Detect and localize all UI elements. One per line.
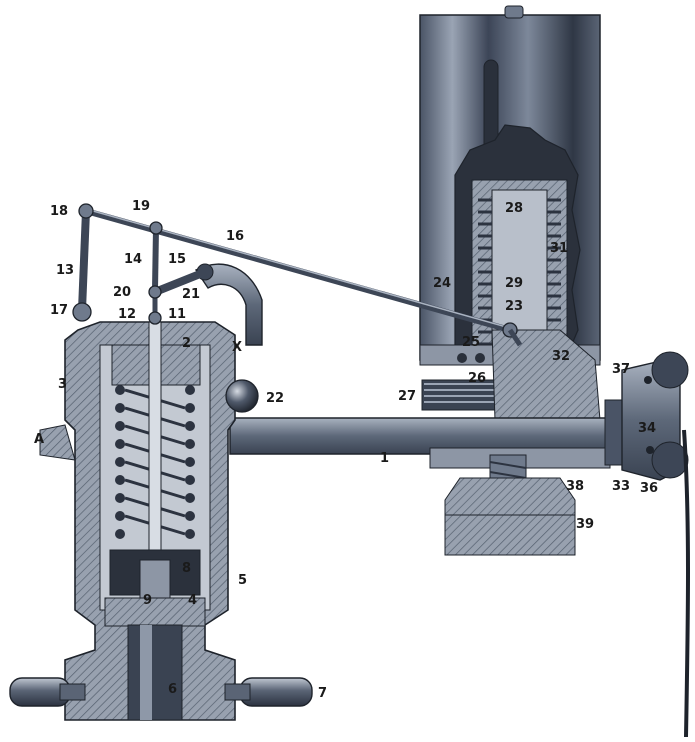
label-34: 34 <box>638 421 656 436</box>
label-16: 16 <box>226 229 244 244</box>
adjusting-screw <box>444 454 576 556</box>
handles <box>9 677 313 707</box>
label-32: 32 <box>552 349 570 364</box>
label-17: 17 <box>50 303 68 318</box>
label-37: 37 <box>612 362 630 377</box>
label-1: 1 <box>380 451 389 466</box>
label-8: 8 <box>182 561 191 576</box>
label-23: 23 <box>505 299 523 314</box>
label-20: 20 <box>113 285 131 300</box>
label-15: 15 <box>168 252 186 267</box>
valve-spring <box>115 385 195 539</box>
main-arm <box>229 417 621 469</box>
label-12: 12 <box>118 307 136 322</box>
label-36: 36 <box>640 481 658 496</box>
label-4: 4 <box>188 593 197 608</box>
label-2: 2 <box>182 336 191 351</box>
label-39: 39 <box>576 517 594 532</box>
label-5: 5 <box>238 573 247 588</box>
label-13: 13 <box>56 263 74 278</box>
label-22: 22 <box>266 391 284 406</box>
label-A: A <box>34 432 44 447</box>
label-25: 25 <box>462 335 480 350</box>
label-11: 11 <box>168 307 186 322</box>
label-3: 3 <box>58 377 67 392</box>
label-38: 38 <box>566 479 584 494</box>
label-14: 14 <box>124 252 142 267</box>
ball-weight <box>225 379 259 413</box>
label-18: 18 <box>50 204 68 219</box>
label-21: 21 <box>182 287 200 302</box>
linkage <box>72 203 523 347</box>
spring-cylinder <box>419 5 601 421</box>
label-26: 26 <box>468 371 486 386</box>
label-29: 29 <box>505 276 523 291</box>
label-28: 28 <box>505 201 523 216</box>
label-7: 7 <box>318 686 327 701</box>
label-31: 31 <box>550 241 568 256</box>
label-6: 6 <box>168 682 177 697</box>
valve-body <box>39 321 236 721</box>
label-27: 27 <box>398 389 416 404</box>
callout-labels: 18 19 16 14 15 13 20 21 17 12 11 2 X 3 2… <box>34 199 658 701</box>
pulley-assembly <box>604 351 690 738</box>
label-33: 33 <box>612 479 630 494</box>
label-X: X <box>232 340 242 355</box>
label-9: 9 <box>143 593 152 608</box>
label-24: 24 <box>433 276 451 291</box>
label-19: 19 <box>132 199 150 214</box>
